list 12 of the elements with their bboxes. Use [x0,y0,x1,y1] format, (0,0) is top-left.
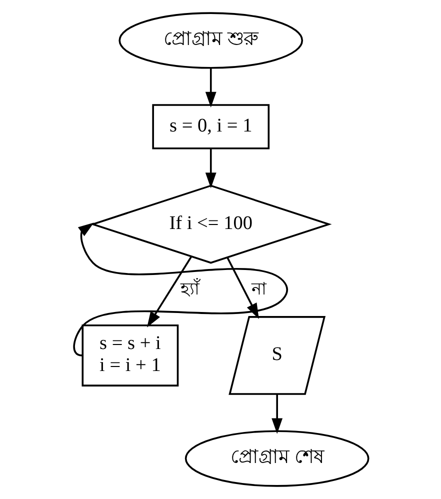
edge-label: না [251,279,266,298]
arrow [271,394,282,434]
arrow [226,257,258,319]
arrow [72,222,288,356]
node-ellipse: প্রোগ্রাম শুরু [118,12,303,69]
arrow [204,148,216,188]
arrow [204,68,216,108]
arrow [146,256,192,328]
node-ellipse: প্রোগ্রাম শেষ [184,430,369,487]
node-box: s = s + i i = i + 1 [81,324,178,386]
node-box: s = 0, i = 1 [152,104,270,150]
edge-label: হ্যাঁ [180,279,199,298]
